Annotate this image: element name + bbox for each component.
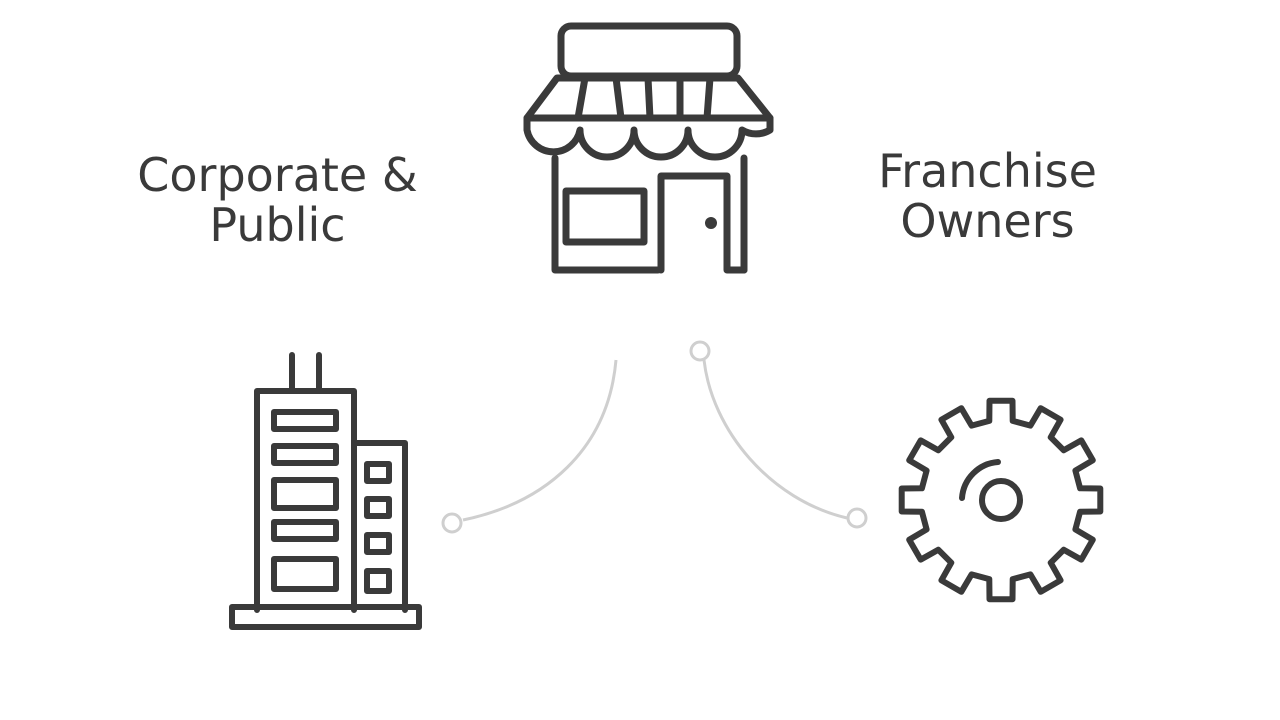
connector-node-top [689,340,711,362]
gear-outline [898,397,1104,603]
corporate-public-label: Corporate & Public [110,150,445,250]
office-building-icon [229,352,422,630]
franchise-owners-label-line2: Owners [900,194,1075,248]
connector-node-right [846,507,868,529]
connector-node-left [441,512,463,534]
connector-right [702,359,848,520]
door-knob-icon [705,217,717,229]
connector-left [462,359,618,522]
franchise-owners-label: Franchise Owners [855,146,1120,246]
franchise-owners-label-line1: Franchise [878,144,1097,198]
gear-hub [979,478,1023,522]
connectors [441,340,868,534]
corporate-public-label-line2: Public [209,198,346,252]
storefront-icon [523,22,774,274]
corporate-public-label-line1: Corporate & [137,148,418,202]
gear-icon [898,397,1104,603]
gear-arc [959,459,1001,501]
